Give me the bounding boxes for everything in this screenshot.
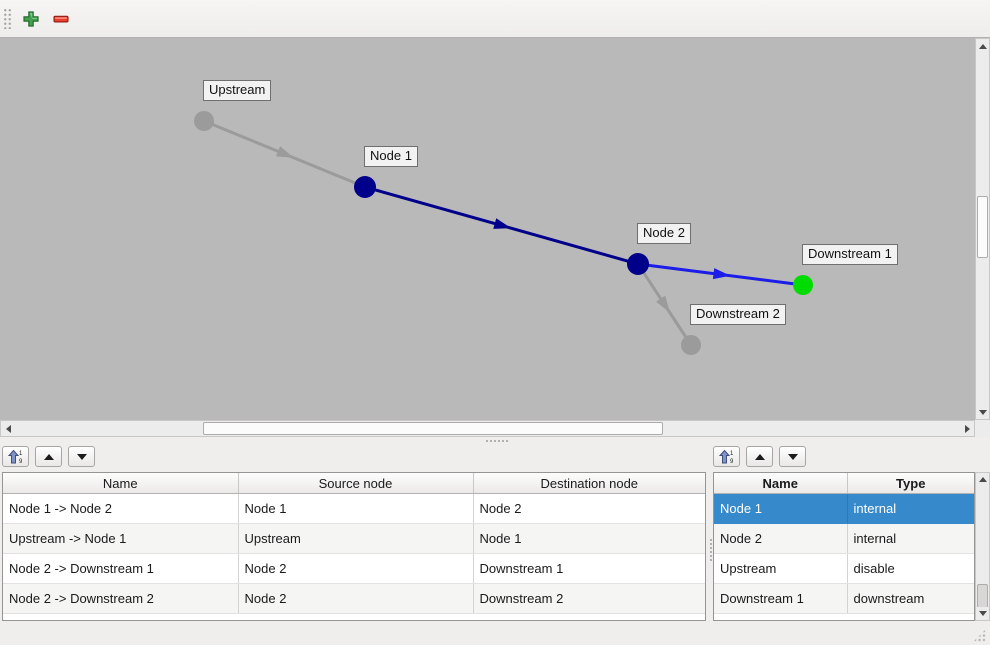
remove-node-button[interactable] (50, 8, 72, 30)
bottom-panes: 1 9 Name Source node Destination node No… (0, 443, 990, 622)
scroll-down-arrow[interactable] (976, 405, 989, 419)
cell-destination: Downstream 1 (473, 553, 705, 584)
edge-arrowhead-icon (493, 218, 512, 229)
cell-source: Upstream (238, 523, 474, 554)
cell-name: Upstream -> Node 1 (3, 523, 239, 554)
node-col-type[interactable]: Type (847, 473, 974, 494)
cell-destination: Downstream 2 (473, 583, 705, 614)
edge-arrowhead-icon (656, 295, 670, 313)
svg-text:1: 1 (730, 451, 734, 457)
cell-type: downstream (847, 583, 974, 614)
cell-type: internal (847, 493, 974, 524)
node-col-name[interactable]: Name (714, 473, 848, 494)
sort-icon: 1 9 (718, 449, 734, 465)
cell-type: internal (847, 523, 974, 554)
bottom-strip (0, 622, 990, 645)
svg-text:1: 1 (19, 451, 23, 457)
graph-node-downstream-1[interactable] (793, 275, 813, 295)
edge-table-header-row: Name Source node Destination node (3, 473, 705, 494)
horizontal-splitter[interactable] (0, 437, 990, 443)
canvas-horizontal-scrollbar[interactable] (0, 420, 975, 437)
graph-node-node-1[interactable] (354, 176, 376, 198)
cell-name: Node 2 -> Downstream 1 (3, 553, 239, 584)
cell-name: Downstream 1 (714, 583, 848, 614)
splitter-handle-icon (485, 439, 509, 442)
edge-col-destination[interactable]: Destination node (473, 473, 705, 494)
canvas-vscroll-thumb[interactable] (977, 196, 988, 258)
node-label-upstream[interactable]: Upstream (203, 80, 272, 101)
edge-table-container: Name Source node Destination node Node 1… (2, 472, 706, 621)
cell-destination: Node 2 (473, 493, 705, 524)
canvas-vertical-scrollbar[interactable] (975, 38, 990, 420)
cell-name: Node 1 (714, 493, 848, 524)
edges-move-up-button[interactable] (35, 446, 62, 467)
window-resize-grip[interactable] (973, 629, 986, 642)
edge-arrowhead-icon (712, 268, 731, 280)
nodes-move-down-button[interactable] (779, 446, 806, 467)
cell-name: Upstream (714, 553, 848, 584)
cell-source: Node 1 (238, 493, 474, 524)
node-label-node-1[interactable]: Node 1 (364, 146, 418, 167)
graph-svg (194, 111, 813, 355)
scroll-up-arrow[interactable] (976, 473, 989, 486)
minus-icon (53, 15, 69, 23)
node-label-downstream-2[interactable]: Downstream 2 (690, 304, 786, 325)
nodes-sort-button[interactable]: 1 9 (713, 446, 740, 467)
splitter-handle-icon (709, 538, 712, 562)
scroll-left-arrow[interactable] (1, 421, 15, 436)
node-table-scrollbar[interactable] (975, 472, 990, 621)
add-node-button[interactable] (20, 8, 42, 30)
cell-source: Node 2 (238, 583, 474, 614)
scroll-up-arrow[interactable] (976, 39, 989, 53)
svg-text:9: 9 (19, 459, 23, 465)
down-arrow-icon (787, 453, 798, 460)
vertical-splitter[interactable] (707, 443, 713, 622)
cell-destination: Node 1 (473, 523, 705, 554)
canvas-hscroll-thumb[interactable] (203, 422, 663, 435)
nodes-move-up-button[interactable] (746, 446, 773, 467)
svg-text:9: 9 (730, 459, 734, 465)
cell-name: Node 2 (714, 523, 848, 554)
node-table-scroll-thumb[interactable] (977, 584, 988, 608)
node-label-node-2[interactable]: Node 2 (637, 223, 691, 244)
edge-table: Name Source node Destination node Node 1… (3, 473, 705, 614)
scrollbar-corner (975, 420, 990, 437)
graph-node-upstream[interactable] (194, 111, 214, 131)
down-arrow-icon (76, 453, 87, 460)
cell-name: Node 1 -> Node 2 (3, 493, 239, 524)
plus-icon (23, 11, 39, 27)
graph-node-downstream-2[interactable] (681, 335, 701, 355)
node-table-header-row: Name Type (714, 473, 974, 494)
graph-node-node-2[interactable] (627, 253, 649, 275)
top-toolbar (0, 0, 990, 38)
edges-move-down-button[interactable] (68, 446, 95, 467)
cell-source: Node 2 (238, 553, 474, 584)
up-arrow-icon (43, 453, 54, 460)
edge-col-name[interactable]: Name (3, 473, 239, 494)
toolbar-drag-handle[interactable] (3, 8, 12, 29)
up-arrow-icon (754, 453, 765, 460)
cell-name: Node 2 -> Downstream 2 (3, 583, 239, 614)
cell-type: disable (847, 553, 974, 584)
edges-sort-button[interactable]: 1 9 (2, 446, 29, 467)
scroll-right-arrow[interactable] (960, 421, 974, 436)
sort-icon: 1 9 (7, 449, 23, 465)
edge-arrowhead-icon (275, 146, 294, 158)
scroll-down-arrow[interactable] (976, 607, 989, 620)
edge-col-source[interactable]: Source node (238, 473, 474, 494)
node-label-downstream-1[interactable]: Downstream 1 (802, 244, 898, 265)
